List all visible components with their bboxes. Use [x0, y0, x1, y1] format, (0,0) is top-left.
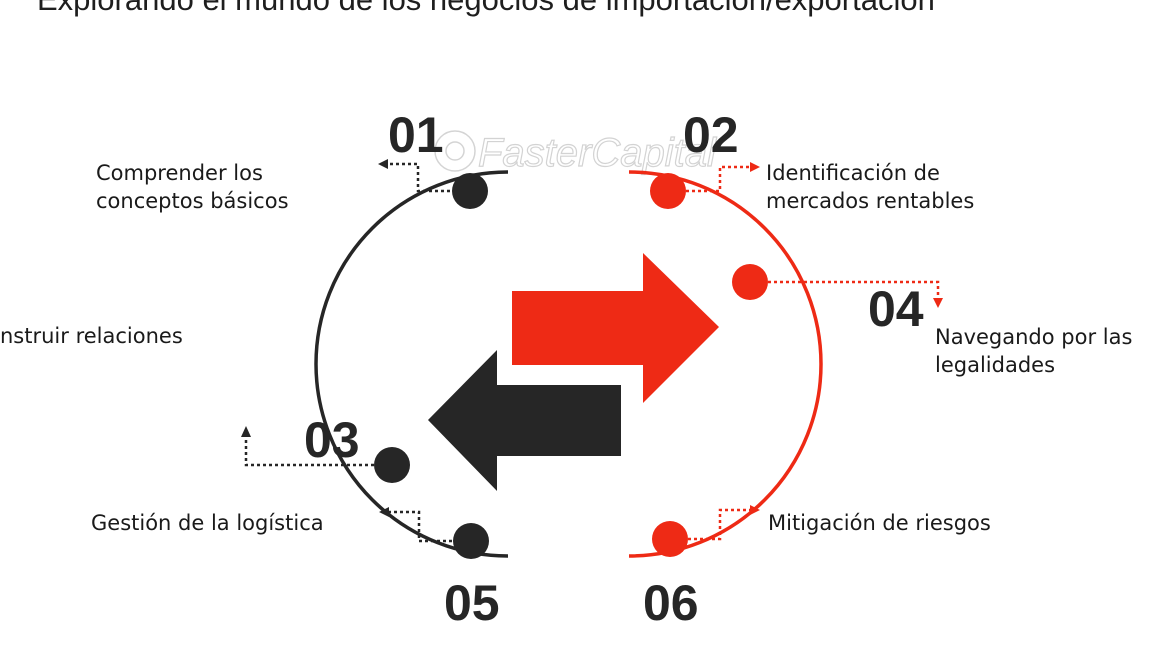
step-label-05: Gestión de la logística: [91, 511, 324, 535]
red-arrowheads: [750, 162, 943, 515]
node-01-dot: [452, 173, 488, 209]
export-arrow: [512, 253, 719, 403]
step-number-01: 01: [388, 107, 444, 163]
watermark-text: FasterCapital: [478, 131, 717, 175]
page-title: Explorando el mundo de los negocios de i…: [37, 0, 935, 18]
arrowhead-05: [379, 507, 389, 517]
dark-arrowheads: [241, 159, 389, 517]
step-label-06: Mitigación de riesgos: [768, 511, 991, 535]
arrowhead-01: [378, 159, 388, 169]
node-04-dot: [732, 264, 768, 300]
connector-03: [244, 438, 392, 467]
step-number-05: 05: [444, 575, 500, 631]
step-label-01-line1: Comprender los: [96, 161, 263, 185]
dark-arc: [314, 170, 509, 558]
step-label-04-line1: Navegando por las: [935, 325, 1132, 349]
red-arc: [628, 170, 823, 558]
connector-02: [668, 165, 750, 193]
arrowhead-03: [241, 426, 251, 437]
arrowhead-06: [750, 505, 760, 515]
connector-05: [389, 510, 470, 543]
step-label-03: nstruir relaciones: [0, 324, 183, 348]
node-02-dot: [650, 173, 686, 209]
arrowhead-04: [933, 298, 943, 308]
dark-connectors: [244, 162, 470, 543]
step-number-02: 02: [683, 107, 739, 163]
step-label-01-line2: conceptos básicos: [96, 189, 289, 213]
node-05-dot: [453, 523, 489, 559]
import-arrow: [428, 350, 621, 491]
node-03-dot: [374, 447, 410, 483]
node-06-dot: [652, 521, 688, 557]
step-number-06: 06: [643, 575, 699, 631]
step-label-02-line1: Identificación de: [766, 161, 940, 185]
red-connectors: [668, 165, 940, 541]
step-number-03: 03: [304, 412, 360, 468]
step-label-04-line2: legalidades: [935, 353, 1055, 377]
step-number-04: 04: [868, 281, 924, 337]
connector-04: [750, 280, 940, 298]
arrowhead-02: [750, 162, 760, 172]
watermark: FasterCapital: [434, 130, 718, 176]
connector-06: [670, 508, 750, 541]
step-label-02-line2: mercados rentables: [766, 189, 974, 213]
connector-01: [388, 162, 468, 193]
